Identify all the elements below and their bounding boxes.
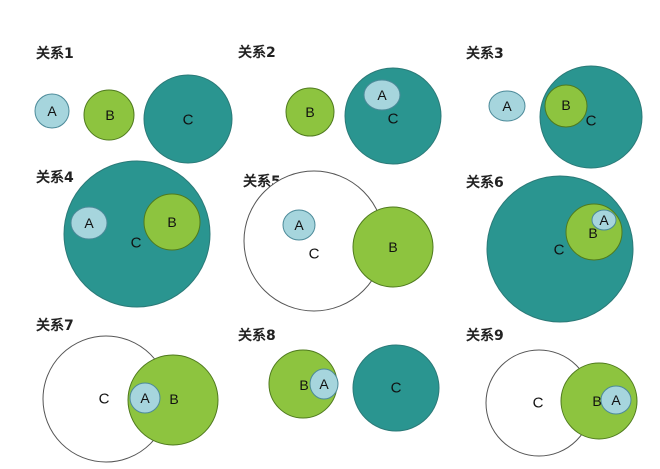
panel-3-title: 关系3 — [466, 45, 504, 62]
panel-3-label-b: B — [561, 97, 570, 113]
panel-7-circle-b — [127, 354, 219, 446]
panel-3-circle-b — [544, 84, 588, 128]
panel-3-circle-a — [488, 90, 526, 122]
panel-8-circle-c — [352, 344, 440, 432]
panel-5-circle-b — [352, 206, 434, 288]
panel-2-label-c: C — [388, 111, 399, 128]
panel-7-title: 关系7 — [36, 317, 74, 334]
panel-9: 关系9 A B C — [466, 327, 638, 457]
panel-6-label-b: B — [588, 225, 597, 241]
panel-2-circle-a — [363, 79, 401, 111]
panel-3: 关系3 A B C — [466, 45, 643, 169]
panel-9-circle-a — [600, 385, 632, 415]
panel-2-circle-b — [285, 87, 335, 137]
panel-4-label-b: B — [167, 214, 176, 230]
panel-2-label-a: A — [377, 87, 387, 103]
panel-2-title: 关系2 — [238, 44, 276, 61]
panel-1: 关系1 A B C — [34, 45, 233, 164]
panel-1-circle-c — [143, 74, 233, 164]
panel-6-label-c: C — [554, 242, 565, 259]
panel-8-label-a: A — [319, 376, 329, 392]
panel-9-title: 关系9 — [466, 327, 504, 344]
panel-8-label-c: C — [391, 380, 402, 397]
panel-9-label-a: A — [611, 392, 621, 408]
panel-1-title: 关系1 — [36, 45, 74, 62]
panel-1-circle-a — [34, 93, 70, 129]
panel-1-label-b: B — [105, 107, 114, 123]
panel-2: 关系2 A B C — [238, 44, 442, 165]
panel-3-label-c: C — [586, 113, 597, 130]
panel-7-label-b: B — [169, 391, 178, 407]
panel-3-label-a: A — [502, 98, 512, 114]
panel-2-label-b: B — [305, 104, 314, 120]
panel-1-circle-b — [83, 89, 135, 141]
panel-5: 关系5 A B C — [243, 170, 434, 312]
panel-8-label-b: B — [299, 377, 308, 393]
panel-8-circle-a — [309, 368, 339, 400]
panel-4: 关系4 A B C — [36, 160, 211, 308]
panel-4-circle-b — [143, 193, 201, 251]
panel-4-label-a: A — [84, 215, 94, 231]
panel-6: 关系6 A B C — [466, 174, 634, 323]
panel-5-label-a: A — [294, 217, 304, 233]
panel-4-circle-a — [70, 206, 108, 240]
panel-1-label-c: C — [183, 112, 194, 129]
panel-1-label-a: A — [47, 103, 57, 119]
panel-4-label-c: C — [131, 235, 142, 252]
panel-7-label-c: C — [99, 391, 110, 408]
panel-6-title: 关系6 — [466, 174, 504, 191]
panel-8-title: 关系8 — [238, 327, 276, 344]
panel-5-label-b: B — [388, 239, 397, 255]
panel-9-label-c: C — [533, 395, 544, 412]
panel-4-title: 关系4 — [36, 169, 74, 186]
panel-5-circle-a — [282, 209, 316, 241]
panel-6-label-a: A — [599, 212, 609, 228]
panel-9-label-b: B — [592, 393, 601, 409]
panel-9-circle-b — [560, 362, 638, 440]
panel-8: 关系8 A B C — [238, 327, 440, 432]
panel-5-label-c: C — [309, 246, 320, 263]
panel-7: 关系7 A B C — [36, 317, 219, 463]
panel-6-circle-a — [591, 209, 617, 231]
panel-7-circle-a — [129, 382, 161, 414]
panel-7-label-a: A — [140, 390, 150, 406]
